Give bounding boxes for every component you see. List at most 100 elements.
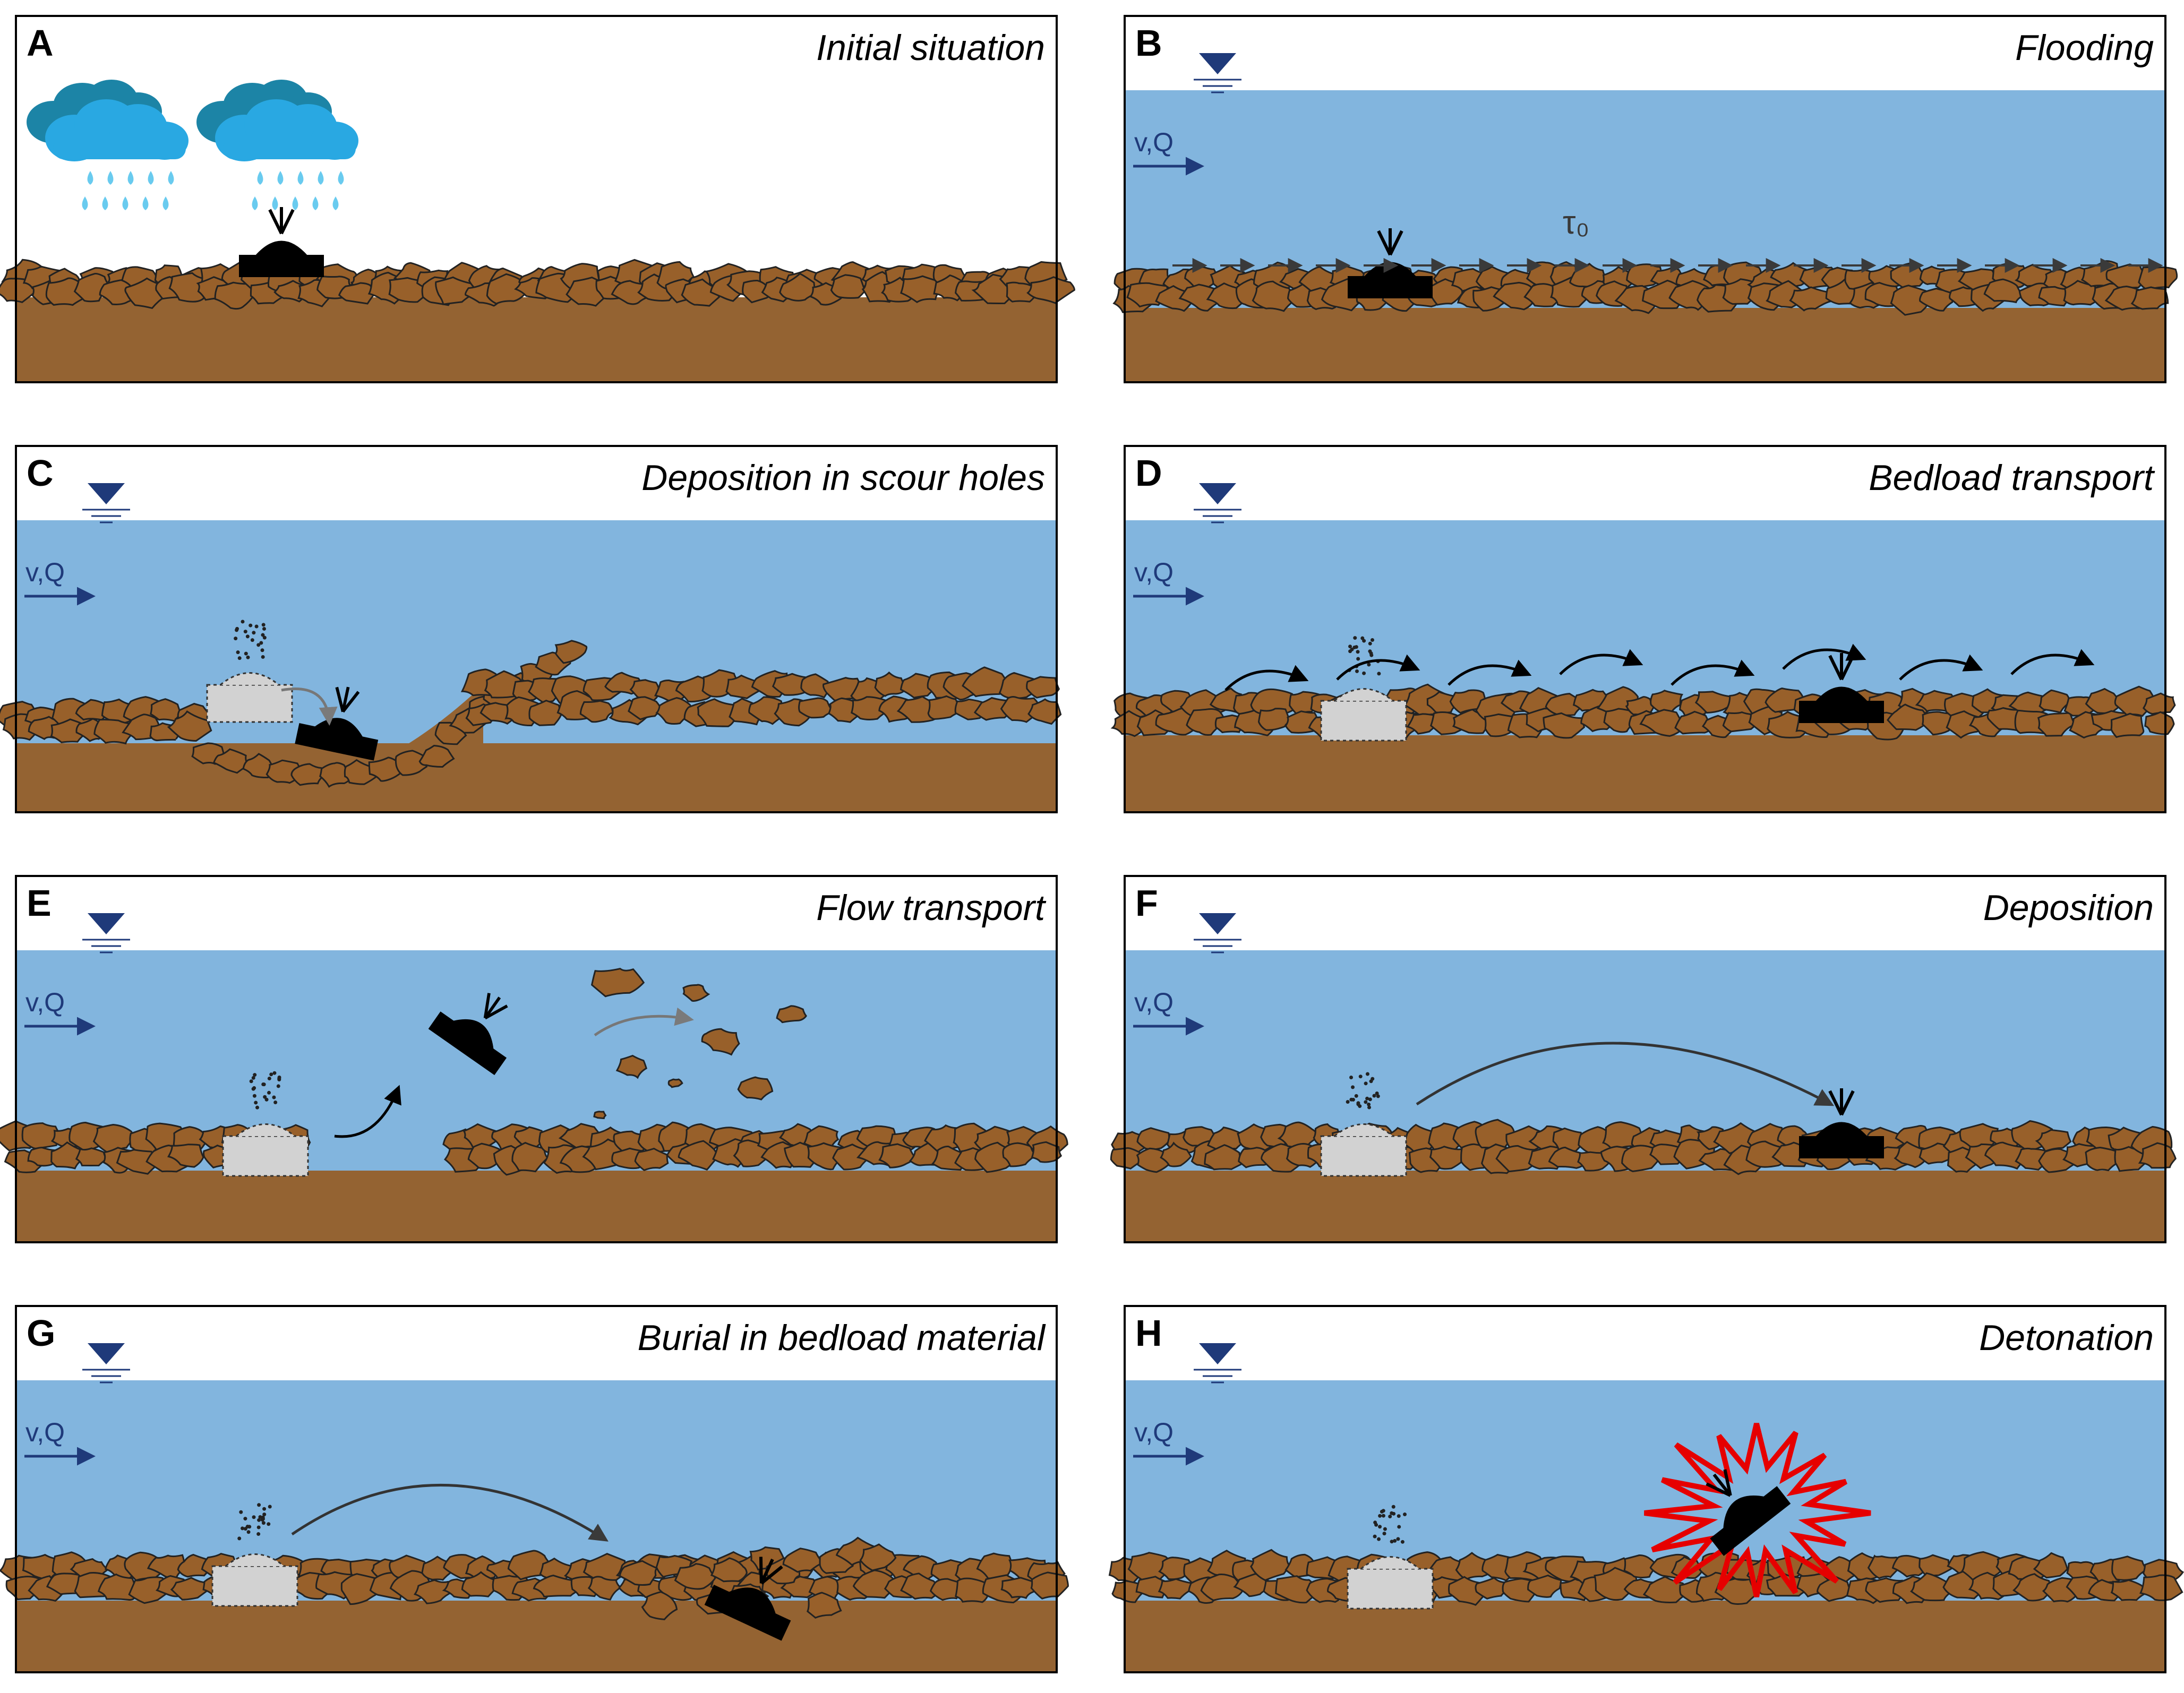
- spray-dot: [1353, 636, 1357, 640]
- stone: [1136, 1127, 1170, 1150]
- spray-dot: [1393, 1539, 1397, 1543]
- rain-drop: [252, 196, 258, 210]
- stone: [1257, 708, 1291, 731]
- transport-arrow: [1416, 1042, 1835, 1106]
- stone: [167, 710, 212, 742]
- ordnance-body: [239, 255, 324, 277]
- ordnance-body: [295, 723, 379, 761]
- spray-dot: [247, 1525, 252, 1529]
- crater-dome: [1334, 1123, 1393, 1137]
- spray-dot: [267, 1090, 271, 1095]
- shear-stress-label: τ₀: [1563, 204, 1589, 241]
- spray-dot: [1360, 636, 1365, 640]
- spray-dot: [1382, 1532, 1386, 1536]
- rain-drop: [272, 196, 278, 210]
- panel-frame: [1124, 875, 2166, 1243]
- flow-label: v,Q: [25, 557, 65, 587]
- spray-dot: [261, 623, 265, 627]
- stone: [2130, 286, 2169, 310]
- stone: [678, 1140, 719, 1171]
- stone: [21, 1122, 64, 1149]
- spray-dot: [251, 1087, 255, 1091]
- spray-dot: [237, 1536, 242, 1541]
- spray-dot: [1397, 1514, 1401, 1518]
- bedload-hop-arrow: [2010, 649, 2095, 675]
- spray-dot: [261, 1517, 265, 1521]
- water-level-triangle: [88, 913, 125, 934]
- stone: [641, 1591, 678, 1620]
- spray-dot: [1376, 1094, 1380, 1098]
- spray-dot: [1392, 1511, 1396, 1516]
- rain-cloud-icon: [196, 80, 358, 210]
- panel-title: Initial situation: [816, 28, 1045, 68]
- water-level-triangle: [88, 483, 125, 504]
- flow-label: v,Q: [25, 1417, 65, 1447]
- stone: [1186, 708, 1227, 736]
- crater: [211, 1565, 298, 1607]
- stone: [1789, 286, 1833, 312]
- stone: [806, 1592, 842, 1619]
- stone: [776, 1005, 807, 1024]
- spray-dot: [1349, 1075, 1354, 1079]
- water-level-triangle: [88, 1343, 125, 1364]
- stone: [1026, 276, 1075, 304]
- spray-dot: [1368, 641, 1372, 646]
- crater: [1320, 1135, 1407, 1177]
- spray-dot: [1368, 1097, 1372, 1102]
- spray-dot: [1374, 1523, 1378, 1527]
- riverbed-soil: [1125, 1601, 2165, 1672]
- rain-drop: [257, 171, 263, 185]
- crater: [206, 684, 293, 723]
- riverbed-soil: [16, 297, 1057, 382]
- stone: [2033, 1552, 2068, 1579]
- spray-dot: [1356, 1101, 1360, 1105]
- spray-dot: [260, 648, 264, 652]
- stone: [1674, 710, 1714, 735]
- spray-dot: [249, 623, 253, 628]
- panel-frame: [1124, 15, 2166, 383]
- spray-dot: [249, 1079, 253, 1084]
- crater: [222, 1135, 309, 1177]
- stone: [1026, 676, 1060, 699]
- panel-letter: B: [1135, 22, 1162, 64]
- unexploded-ordnance-icon: [1799, 1088, 1884, 1158]
- crater-dome: [1334, 688, 1393, 702]
- spray-dot: [1371, 1077, 1375, 1081]
- spray-dot: [254, 1101, 258, 1105]
- spray-dot: [1377, 1537, 1381, 1541]
- spray-dot: [1377, 672, 1381, 676]
- spray-dot: [1365, 1096, 1369, 1101]
- spray-dot: [272, 1071, 277, 1075]
- stone: [1919, 1554, 1954, 1578]
- spray-dot: [256, 643, 261, 647]
- flow-label: v,Q: [25, 987, 65, 1017]
- ordnance-body: [1348, 276, 1433, 298]
- bedload-hop-arrow: [1224, 665, 1309, 691]
- spray-dot: [1380, 1509, 1384, 1514]
- spray-dot: [269, 1072, 273, 1077]
- rain-drop: [338, 171, 344, 185]
- water-level-triangle-icon: [82, 913, 130, 953]
- stone: [1623, 1554, 1658, 1579]
- flow-label: v,Q: [1134, 127, 1174, 157]
- stone: [319, 762, 353, 788]
- spray-dot: [1355, 669, 1359, 673]
- stone: [1027, 698, 1062, 725]
- panel-letter: F: [1135, 882, 1158, 924]
- bedload-hop-arrow: [1899, 654, 1983, 681]
- stone: [2138, 267, 2178, 291]
- rain-drop: [148, 171, 154, 185]
- stone: [1493, 281, 1538, 311]
- spray-dot: [1378, 1525, 1382, 1529]
- stone: [97, 1573, 136, 1601]
- stone: [851, 696, 892, 720]
- panel-frame: [15, 15, 1058, 383]
- ordnance-antenna: [759, 1557, 783, 1585]
- spray-dot: [252, 1515, 256, 1519]
- stone: [619, 1560, 659, 1586]
- stone: [1495, 1145, 1539, 1173]
- stone: [338, 282, 376, 305]
- stone: [290, 763, 328, 786]
